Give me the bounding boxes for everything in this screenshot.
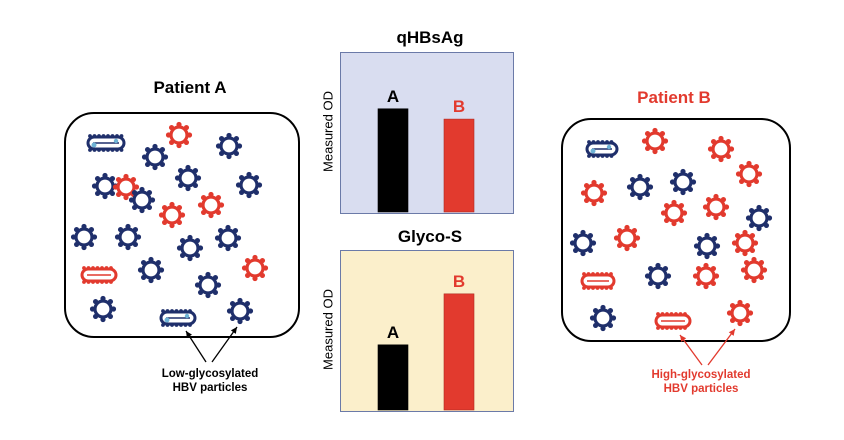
patient-b-spherical-particle xyxy=(726,299,754,327)
patient-a-spherical-particle xyxy=(194,271,222,299)
patient-a-spherical-particle xyxy=(215,132,243,160)
patient-b-filament-particle xyxy=(585,140,619,158)
patient-a-spherical-particle xyxy=(70,223,98,251)
patient-a-spherical-particle xyxy=(114,223,142,251)
patient-a-spherical-particle xyxy=(137,256,165,284)
patient-a-spherical-particle xyxy=(141,143,169,171)
patient-a-caption-line2: HBV particles xyxy=(172,382,248,394)
patient-b-spherical-particle xyxy=(641,127,669,155)
patient-b-caption: High-glycosylated HBV particles xyxy=(626,368,776,396)
patient-a-spherical-particle xyxy=(235,171,263,199)
patient-a-spherical-particle xyxy=(165,121,193,149)
chart1-plot-area xyxy=(340,52,514,214)
patient-a-filament-particle xyxy=(80,266,118,284)
patient-b-spherical-particle xyxy=(669,168,697,196)
patient-a-filament-particle xyxy=(159,309,197,327)
patient-a-spherical-particle xyxy=(197,191,225,219)
patient-a-spherical-particle xyxy=(174,164,202,192)
patient-b-caption-line2: HBV particles xyxy=(663,383,739,395)
patient-a-spherical-particle xyxy=(128,186,156,214)
patient-b-arrow xyxy=(707,328,736,366)
patient-b-spherical-particle xyxy=(702,193,730,221)
chart1-bar-label-a: A xyxy=(387,87,399,106)
chart1-bar-a xyxy=(377,108,409,213)
chart2-bar-b xyxy=(443,293,475,411)
patient-b-spherical-particle xyxy=(613,224,641,252)
patient-b-filament-particle xyxy=(654,312,692,330)
patient-b-spherical-particle xyxy=(745,204,773,232)
patient-a-spherical-particle xyxy=(214,224,242,252)
patient-a-caption: Low-glycosylated HBV particles xyxy=(140,367,280,395)
patient-b-spherical-particle xyxy=(693,232,721,260)
patient-a-spherical-particle xyxy=(176,234,204,262)
patient-b-spherical-particle xyxy=(569,229,597,257)
chart2-title: Glyco-S xyxy=(397,227,463,246)
patient-b-spherical-particle xyxy=(644,262,672,290)
patient-b-filament-particle xyxy=(580,272,616,290)
patient-a-spherical-particle xyxy=(89,295,117,323)
chart1-title: qHBsAg xyxy=(396,28,464,47)
patient-a-spherical-particle xyxy=(226,297,254,325)
patient-b-spherical-particle xyxy=(580,179,608,207)
patient-b-spherical-particle xyxy=(589,304,617,332)
chart2-bar-a xyxy=(377,344,409,411)
patient-b-spherical-particle xyxy=(626,173,654,201)
patient-b-spherical-particle xyxy=(660,199,688,227)
patient-a-caption-line1: Low-glycosylated xyxy=(161,368,259,380)
patient-a-arrow xyxy=(185,330,207,363)
patient-b-caption-line1: High-glycosylated xyxy=(651,369,751,381)
patient-a-spherical-particle xyxy=(158,201,186,229)
patient-b-spherical-particle xyxy=(707,135,735,163)
chart2-bar-label-a: A xyxy=(387,323,399,342)
patient-a-arrow xyxy=(211,326,238,363)
chart2-bar-label-b: B xyxy=(453,272,465,291)
patient-a-title: Patient A xyxy=(153,78,227,97)
patient-b-spherical-particle xyxy=(692,262,720,290)
patient-b-spherical-particle xyxy=(731,229,759,257)
patient-a-filament-particle xyxy=(86,134,126,152)
chart2-plot-area xyxy=(340,250,514,412)
chart1-bar-b xyxy=(443,118,475,213)
patient-b-spherical-particle xyxy=(740,256,768,284)
chart1-bar-label-b: B xyxy=(453,97,465,116)
patient-a-spherical-particle xyxy=(241,254,269,282)
patient-b-arrow xyxy=(679,334,703,366)
patient-b-spherical-particle xyxy=(735,160,763,188)
patient-b-title: Patient B xyxy=(637,88,711,107)
